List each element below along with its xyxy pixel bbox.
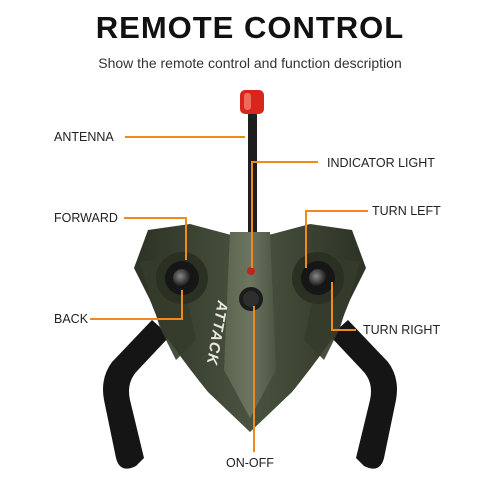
callout-forward [124, 217, 187, 260]
label-turn-left: TURN LEFT [372, 204, 441, 218]
label-turn-right: TURN RIGHT [363, 323, 441, 337]
callout-turn-left [305, 210, 368, 268]
antenna-tip-icon [240, 90, 264, 114]
power-button [243, 291, 259, 307]
indicator-light-icon [247, 267, 255, 275]
callout-indicator [251, 161, 318, 268]
right-joystick [309, 269, 327, 287]
label-antenna: ANTENNA [54, 130, 114, 144]
page-subtitle: Show the remote control and function des… [98, 55, 402, 71]
label-on-off: ON-OFF [226, 456, 274, 470]
label-forward: FORWARD [54, 211, 118, 225]
left-handle [103, 320, 170, 469]
callout-back [90, 290, 183, 320]
label-back: BACK [54, 312, 89, 326]
callout-turn-right [331, 282, 356, 331]
right-handle [330, 320, 397, 469]
page-title: REMOTE CONTROL [95, 10, 405, 45]
center-panel [224, 232, 276, 418]
label-indicator-light: INDICATOR LIGHT [327, 156, 435, 170]
left-joystick [173, 269, 191, 287]
